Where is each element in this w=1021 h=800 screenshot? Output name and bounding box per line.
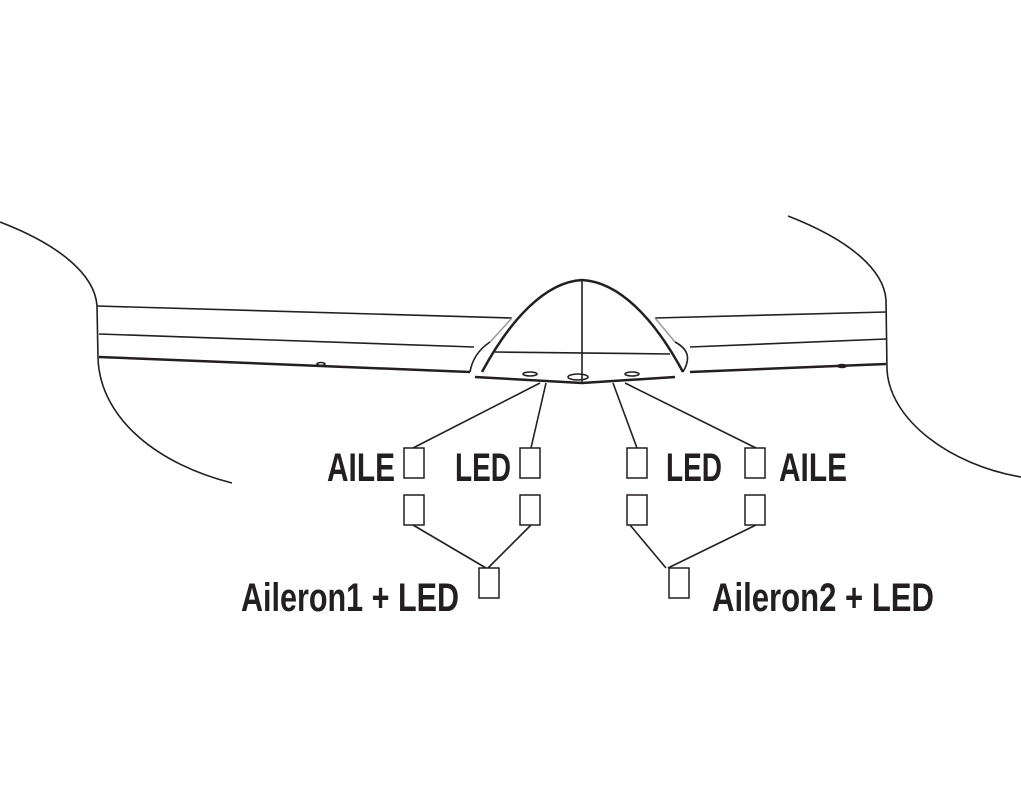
- wires: [412, 382, 757, 569]
- connector-icon: [626, 447, 648, 479]
- label-aileron1-led: Aileron1 + LED: [241, 576, 459, 620]
- connector-icon: [519, 494, 541, 526]
- connectors: [403, 447, 766, 599]
- label-left-led: LED: [455, 446, 511, 490]
- connector-icon: [626, 494, 648, 526]
- label-left-aile: AILE: [327, 446, 395, 490]
- left-wing: [0, 221, 513, 484]
- connector-icon: [744, 447, 766, 479]
- connector-icon: [744, 494, 766, 526]
- label-right-aile: AILE: [779, 446, 847, 490]
- connector-icon: [403, 494, 425, 526]
- connector-icon: [519, 447, 541, 479]
- connector-icon: [668, 567, 690, 599]
- fuselage-canopy: [469, 278, 689, 385]
- connector-icon: [403, 447, 425, 479]
- label-aileron2-led: Aileron2 + LED: [712, 576, 934, 620]
- label-right-led: LED: [666, 446, 722, 490]
- connector-icon: [478, 567, 500, 599]
- right-wing: [654, 215, 1021, 478]
